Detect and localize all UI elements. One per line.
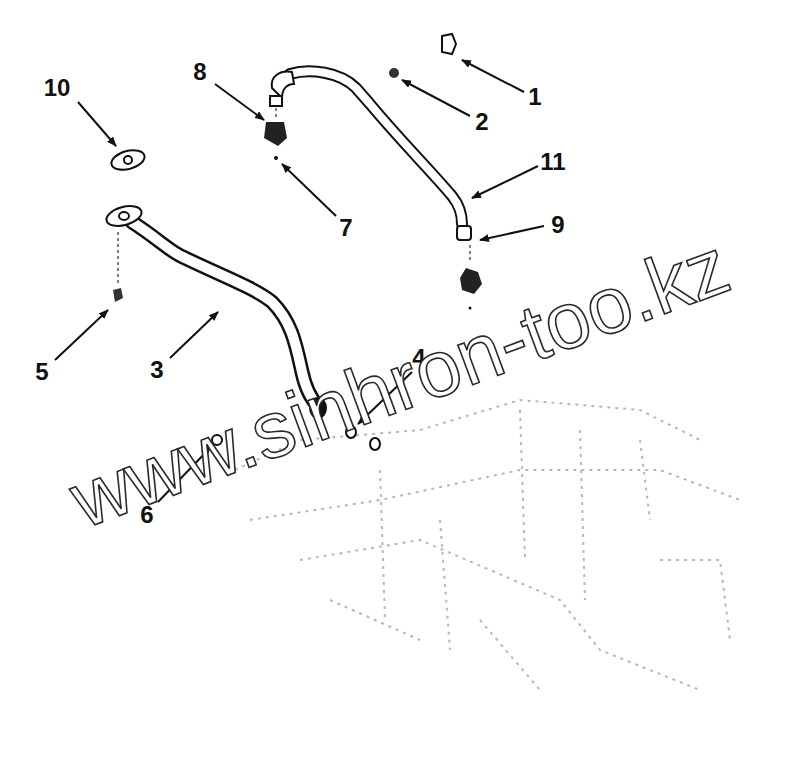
callout-number: 2: [475, 110, 488, 134]
callout-number: 1: [528, 85, 541, 109]
callout-number: 11: [540, 150, 565, 174]
flange-hole: [119, 212, 129, 220]
center-line: [117, 232, 119, 285]
pipe-11: [290, 71, 462, 224]
gasket-hole: [124, 156, 132, 164]
watermark: www.sinhron-too.kz: [61, 225, 739, 541]
fitting-9: [457, 226, 471, 240]
flange: [104, 203, 143, 230]
fitting-nut: [270, 96, 282, 106]
part-4: [370, 438, 380, 450]
callout-number: 9: [551, 213, 564, 237]
callout-number: 8: [193, 60, 206, 84]
callout-number: 5: [35, 360, 48, 384]
center-line: [469, 245, 471, 262]
callout-number: 10: [44, 76, 71, 100]
part-7: [274, 156, 278, 160]
callout-number: 3: [150, 358, 163, 382]
adapter: [460, 268, 482, 294]
elbow-fitting: [272, 72, 294, 98]
center-line: [275, 108, 277, 120]
pipe-3: [132, 222, 318, 406]
part-8: [264, 122, 287, 146]
part-1: [442, 34, 456, 54]
callout-number: 7: [339, 216, 352, 240]
part-5: [113, 288, 123, 302]
seal: [469, 307, 472, 310]
gasket-10: [109, 147, 147, 173]
part-2: [389, 68, 399, 78]
